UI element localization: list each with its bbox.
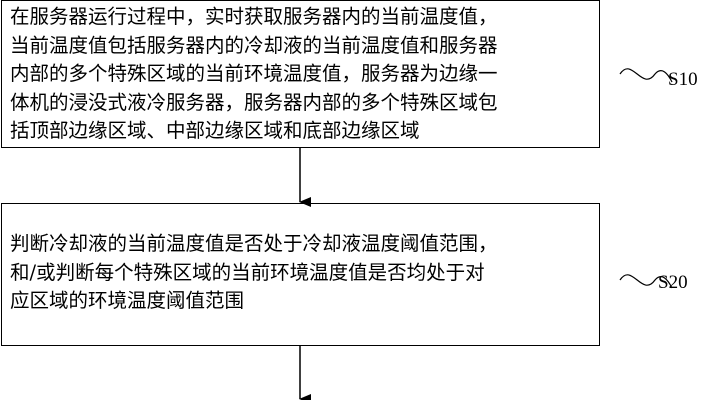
step-box-s20 (1, 203, 600, 346)
step-text-s20: 判断冷却液的当前温度值是否处于冷却液温度阈值范围， 和/或判断每个特殊区域的当前… (10, 232, 498, 312)
step-leader-s20 (619, 274, 673, 289)
step-box-s10 (1, 0, 600, 148)
step-label-s20: S20 (658, 272, 688, 293)
step-leader-s10 (619, 68, 673, 83)
step-label-s10: S10 (668, 69, 698, 90)
step-text-s10: 在服务器运行过程中，实时获取服务器内的当前温度值， 当前温度值包括服务器内的冷却… (10, 5, 498, 142)
